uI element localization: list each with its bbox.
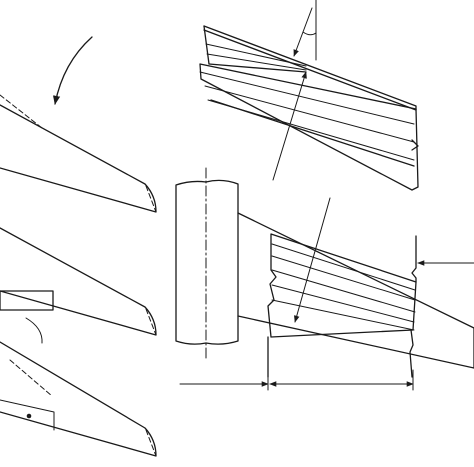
curved-arrow-icon bbox=[52, 36, 93, 105]
wing-section-1 bbox=[0, 94, 157, 213]
angle-arc bbox=[302, 31, 317, 36]
lower-strip bbox=[199, 63, 419, 191]
pointer-arrow-down bbox=[294, 197, 331, 323]
aligned-strip-group bbox=[199, 0, 419, 191]
swept-strip-assembly bbox=[175, 167, 474, 391]
strip-panel bbox=[267, 233, 417, 378]
upper-strip bbox=[203, 25, 417, 111]
point-marker-icon bbox=[26, 413, 32, 419]
pointer-arc bbox=[25, 317, 43, 344]
wing-section-3 bbox=[0, 341, 157, 457]
wing-section-2 bbox=[0, 227, 157, 344]
wing-section-views bbox=[0, 36, 157, 457]
section-detail-box bbox=[0, 290, 54, 311]
pointer-arrow-up bbox=[272, 71, 307, 181]
break-line bbox=[411, 235, 417, 283]
bottom-dimension bbox=[179, 369, 414, 391]
fuselage-icon bbox=[175, 167, 239, 359]
